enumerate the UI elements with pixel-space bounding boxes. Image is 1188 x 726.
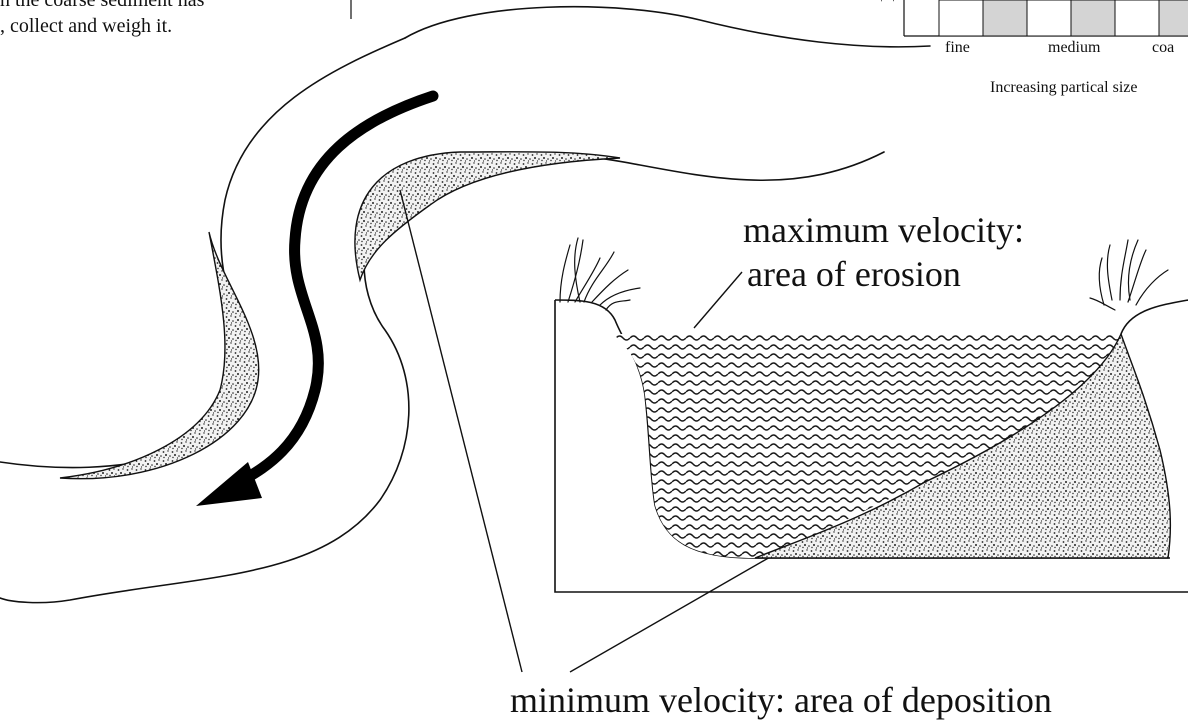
left-bank-outer (0, 38, 405, 468)
flow-direction-arrow (240, 96, 433, 482)
pointer-line-plan-to-label (400, 190, 522, 672)
right-bank-top (1121, 300, 1188, 334)
label-area-of-erosion: area of erosion (747, 256, 961, 292)
histogram-bar (939, 0, 983, 36)
label-maximum-velocity: maximum velocity: (743, 212, 1024, 248)
point-bar-upper (355, 152, 620, 280)
histogram-bar (1027, 0, 1071, 36)
histogram-bar (983, 0, 1027, 36)
histogram-category-label: fine (945, 40, 970, 56)
histogram-y-axis-label: F (878, 0, 898, 2)
grass-left (560, 238, 640, 310)
histogram-bar (1071, 0, 1115, 36)
body-text-line-2: , collect and weigh it. (0, 16, 172, 36)
grass-right (1090, 240, 1168, 310)
histogram-bar (1115, 0, 1159, 36)
histogram-category-label: medium (1048, 40, 1100, 56)
histogram-category-label: coa (1152, 40, 1174, 56)
body-text-line-1: n the coarse sediment has (0, 0, 204, 10)
label-minimum-velocity-deposition: minimum velocity: area of deposition (510, 682, 1052, 718)
outer-bank-top (405, 7, 930, 47)
histogram-bar (1159, 0, 1188, 36)
point-bar-lower (60, 232, 259, 479)
histogram-x-axis-label: Increasing partical size (990, 80, 1137, 96)
histogram-fragment (904, 0, 1188, 36)
pointer-line-erosion (694, 272, 742, 328)
